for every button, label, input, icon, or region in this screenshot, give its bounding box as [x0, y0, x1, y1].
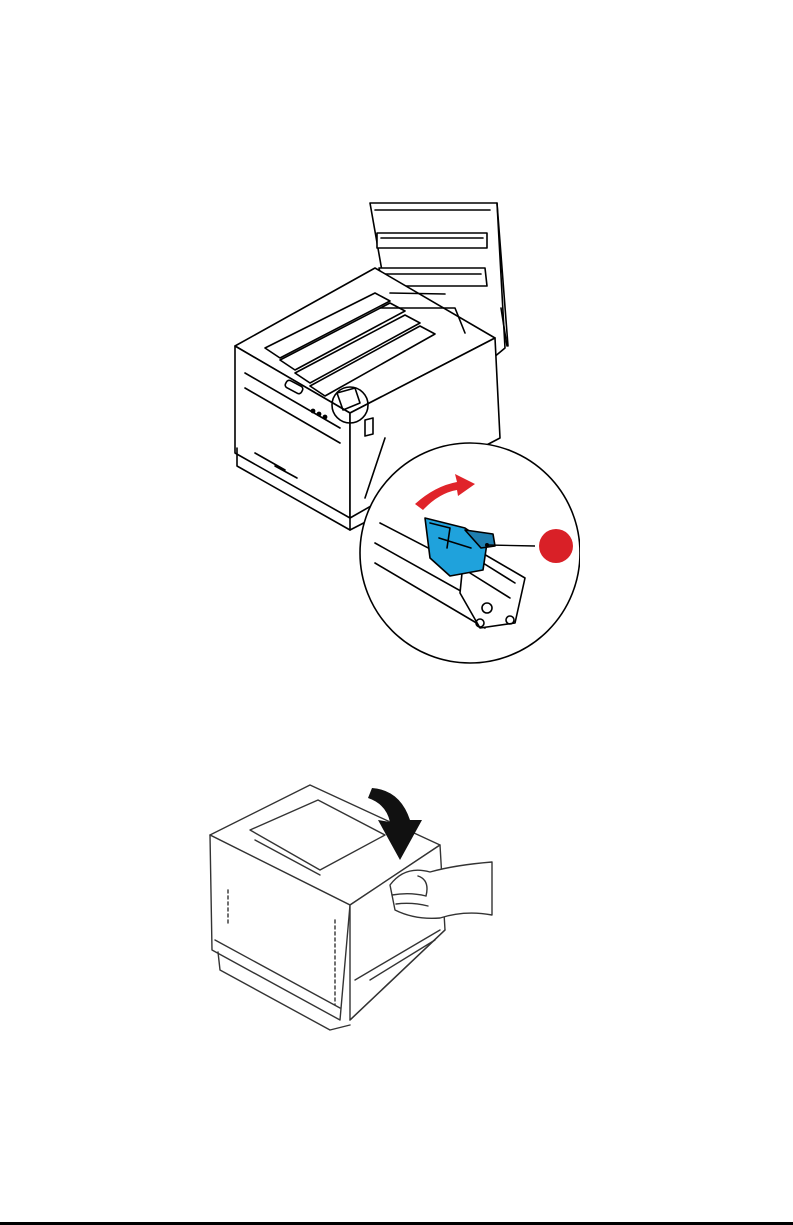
close-printer-cover-illustration	[200, 780, 500, 1035]
open-printer-toner-illustration	[225, 198, 580, 668]
